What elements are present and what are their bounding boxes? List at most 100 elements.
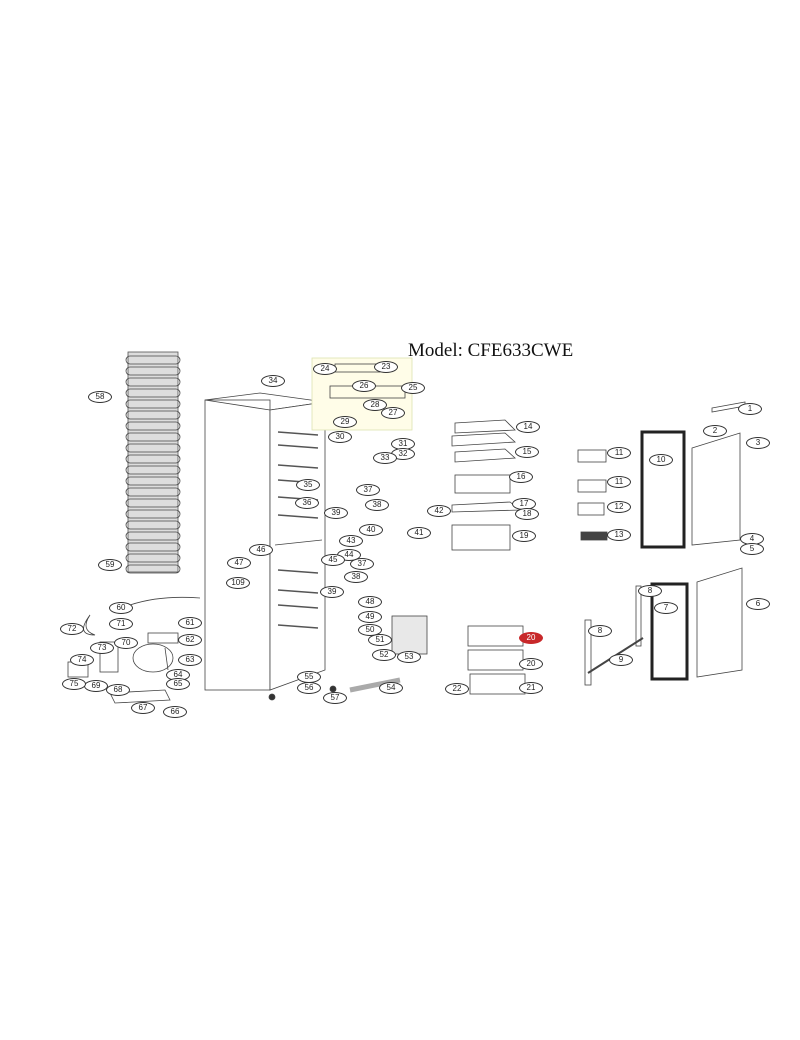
callout-36: 36 [295, 497, 319, 509]
callout-25: 25 [401, 382, 425, 394]
callout-67: 67 [131, 702, 155, 714]
callout-63: 63 [178, 654, 202, 666]
callout-13: 13 [607, 529, 631, 541]
callout-21: 21 [519, 682, 543, 694]
callout-52: 52 [372, 649, 396, 661]
callout-3: 3 [746, 437, 770, 449]
callout-41: 41 [407, 527, 431, 539]
callout-61: 61 [178, 617, 202, 629]
freezer-drawers [467, 625, 526, 695]
condenser-coil [125, 351, 181, 574]
callout-35: 35 [296, 479, 320, 491]
callout-15: 15 [515, 446, 539, 458]
callout-43: 43 [339, 535, 363, 547]
coil-loop [125, 432, 181, 442]
callout-29: 29 [333, 416, 357, 428]
shelf-rail [277, 604, 319, 609]
coil-loop [125, 509, 181, 519]
callout-51: 51 [368, 634, 392, 646]
callout-11: 11 [607, 476, 631, 488]
evaporator [391, 615, 428, 655]
coil-loop [125, 498, 181, 508]
callout-65: 65 [166, 678, 190, 690]
callout-20-highlighted[interactable]: 20 [519, 632, 543, 644]
callout-57: 57 [323, 692, 347, 704]
callout-38: 38 [344, 571, 368, 583]
callout-24: 24 [313, 363, 337, 375]
callout-27: 27 [381, 407, 405, 419]
callout-34: 34 [261, 375, 285, 387]
coil-loop [125, 454, 181, 464]
shelf-rail [277, 624, 319, 629]
callout-49: 49 [358, 611, 382, 623]
cabinet [204, 392, 326, 691]
callout-69: 69 [84, 680, 108, 692]
callout-1: 1 [738, 403, 762, 415]
callout-66: 66 [163, 706, 187, 718]
callout-23: 23 [374, 361, 398, 373]
coil-loop [125, 520, 181, 530]
callout-56: 56 [297, 682, 321, 694]
callout-74: 74 [70, 654, 94, 666]
coil-loop [125, 399, 181, 409]
coil-loop [125, 542, 181, 552]
shelf-rail [277, 514, 319, 519]
callout-19: 19 [512, 530, 536, 542]
callout-68: 68 [106, 684, 130, 696]
coil-loop [125, 476, 181, 486]
callout-11: 11 [607, 447, 631, 459]
shelf-rail [277, 431, 319, 436]
callout-42: 42 [427, 505, 451, 517]
coil-loop [125, 487, 181, 497]
shelf-rail [277, 464, 319, 469]
callout-39: 39 [320, 586, 344, 598]
callout-46: 46 [249, 544, 273, 556]
coil-loop [125, 355, 181, 365]
callout-70: 70 [114, 637, 138, 649]
callout-14: 14 [516, 421, 540, 433]
callout-8: 8 [638, 585, 662, 597]
shelf-rail [277, 589, 319, 594]
callout-60: 60 [109, 602, 133, 614]
coil-loop [125, 443, 181, 453]
callout-6: 6 [746, 598, 770, 610]
callout-48: 48 [358, 596, 382, 608]
callout-10: 10 [649, 454, 673, 466]
callout-2: 2 [703, 425, 727, 437]
coil-loop [125, 377, 181, 387]
coil-loop [125, 553, 181, 563]
callout-72: 72 [60, 623, 84, 635]
callout-62: 62 [178, 634, 202, 646]
callout-73: 73 [90, 642, 114, 654]
callout-58: 58 [88, 391, 112, 403]
callout-28: 28 [363, 399, 387, 411]
doors [584, 401, 746, 686]
callout-47: 47 [227, 557, 251, 569]
callout-33: 33 [373, 452, 397, 464]
callout-54: 54 [379, 682, 403, 694]
shelf-rail [277, 444, 319, 449]
callout-38: 38 [365, 499, 389, 511]
coil-loop [125, 564, 181, 574]
callout-12: 12 [607, 501, 631, 513]
callout-8: 8 [588, 625, 612, 637]
coil-loop [125, 531, 181, 541]
coil-loop [125, 465, 181, 475]
callout-7: 7 [654, 602, 678, 614]
callout-45: 45 [321, 554, 345, 566]
coil-loop [125, 421, 181, 431]
callout-55: 55 [297, 671, 321, 683]
callout-71: 71 [109, 618, 133, 630]
callout-30: 30 [328, 431, 352, 443]
callout-53: 53 [397, 651, 421, 663]
callout-16: 16 [509, 471, 533, 483]
callout-26: 26 [352, 380, 376, 392]
callout-109: 109 [226, 577, 250, 589]
shelves [451, 419, 522, 551]
callout-37: 37 [356, 484, 380, 496]
door-bins [577, 449, 608, 541]
callout-40: 40 [359, 524, 383, 536]
coil-loop [125, 388, 181, 398]
coil-loop [125, 410, 181, 420]
